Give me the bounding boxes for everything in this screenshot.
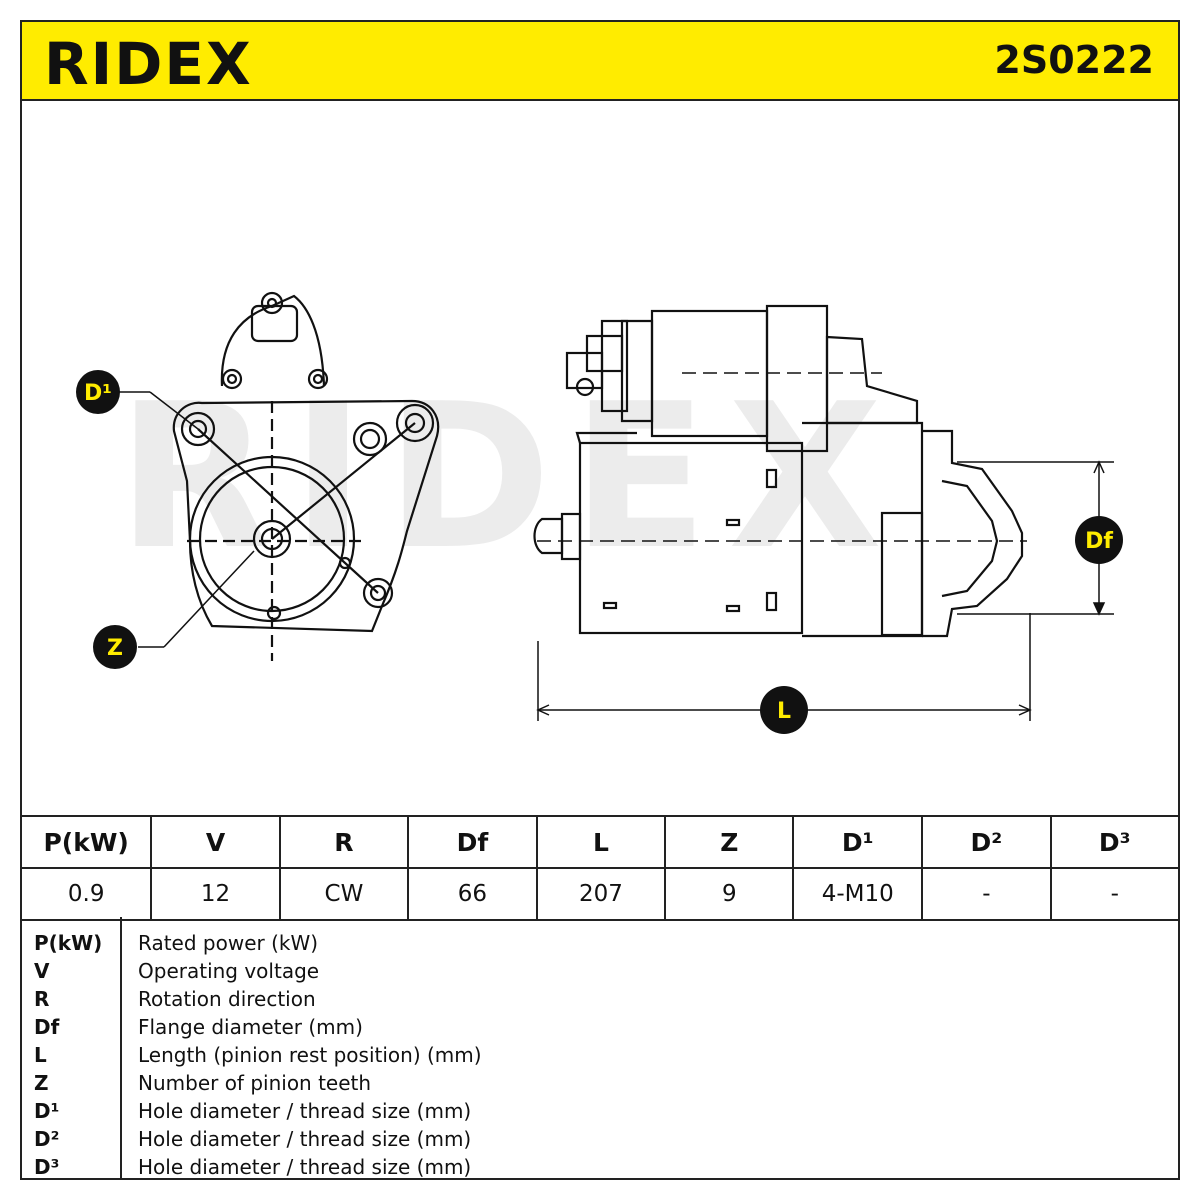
legend-desc: Number of pinion teeth: [138, 1071, 372, 1095]
legend-desc: Flange diameter (mm): [138, 1015, 363, 1039]
mount-hole-1: [180, 411, 216, 447]
legend-desc: Hole diameter / thread size (mm): [138, 1155, 472, 1179]
watermark-text: RIDEX: [117, 361, 902, 594]
svg-text:D¹: D¹: [84, 381, 112, 406]
starter-diagram: RIDEX: [76, 291, 1123, 734]
spec-header-power: P(kW): [22, 815, 153, 869]
spec-value-d3: -: [1049, 867, 1178, 921]
legend-key: D³: [34, 1155, 60, 1179]
mount-hole-2: [395, 403, 435, 443]
legend-desc: Operating voltage: [138, 959, 320, 983]
callout-l: L: [760, 686, 808, 734]
legend-desc: Hole diameter / thread size (mm): [138, 1099, 472, 1123]
legend-key: R: [34, 987, 50, 1011]
legend-key: D²: [34, 1127, 60, 1151]
spec-header-voltage: V: [150, 815, 281, 869]
callout-d1: D¹: [76, 370, 120, 414]
callout-z: Z: [93, 625, 137, 669]
spec-value-d2: -: [921, 867, 1052, 921]
legend-key: D¹: [34, 1099, 60, 1123]
legend-desc: Hole diameter / thread size (mm): [138, 1127, 472, 1151]
callout-df: Df: [1075, 516, 1123, 564]
spec-value-flange: 66: [407, 867, 538, 921]
legend-key: V: [34, 959, 50, 983]
mount-hole-3: [362, 577, 394, 609]
spec-value-row: 0.9 12 CW 66 207 9 4-M10 - -: [22, 867, 1178, 921]
spec-header-d2: D²: [921, 815, 1052, 869]
spec-header-length: L: [535, 815, 667, 869]
svg-text:L: L: [777, 699, 791, 724]
spec-value-length: 207: [535, 867, 667, 921]
spec-value-teeth: 9: [664, 867, 795, 921]
spec-value-d1: 4-M10: [792, 867, 924, 921]
spec-header-d1: D¹: [792, 815, 924, 869]
leader-lines: [119, 391, 255, 648]
spec-header-flange: Df: [407, 815, 538, 869]
legend-desc: Rotation direction: [138, 987, 316, 1011]
ridex-logo: RIDEX: [44, 34, 253, 90]
side-view: [533, 304, 1027, 638]
spec-value-power: 0.9: [22, 867, 153, 921]
legend-key: Df: [34, 1015, 60, 1039]
svg-text:Df: Df: [1085, 529, 1113, 554]
legend-desc: Rated power (kW): [138, 931, 319, 955]
legend-key: P(kW): [34, 931, 103, 955]
spec-table: P(kW) V R Df L Z D¹ D² D³ 0.9 12 CW 66 2…: [22, 815, 1178, 921]
spec-value-voltage: 12: [150, 867, 281, 921]
spec-header-row: P(kW) V R Df L Z D¹ D² D³: [22, 815, 1178, 869]
spec-value-rotation: CW: [278, 867, 410, 921]
svg-text:Z: Z: [107, 636, 123, 661]
legend-key: Z: [34, 1071, 49, 1095]
spec-header-d3: D³: [1049, 815, 1178, 869]
header-bar: RIDEX 2S0222: [22, 22, 1178, 101]
part-number: 2S0222: [994, 38, 1154, 82]
spec-header-rotation: R: [278, 815, 410, 869]
datasheet-frame: RIDEX 2S0222 RIDEX: [20, 20, 1180, 1180]
legend-key: L: [34, 1043, 47, 1067]
front-view: [172, 291, 440, 661]
legend-key-column: [22, 917, 122, 1178]
spec-header-teeth: Z: [664, 815, 795, 869]
legend-desc: Length (pinion rest position) (mm): [138, 1043, 482, 1067]
legend: P(kW) Rated power (kW) V Operating volta…: [22, 917, 1178, 1179]
brand-logo-text: RIDEX: [44, 34, 253, 90]
